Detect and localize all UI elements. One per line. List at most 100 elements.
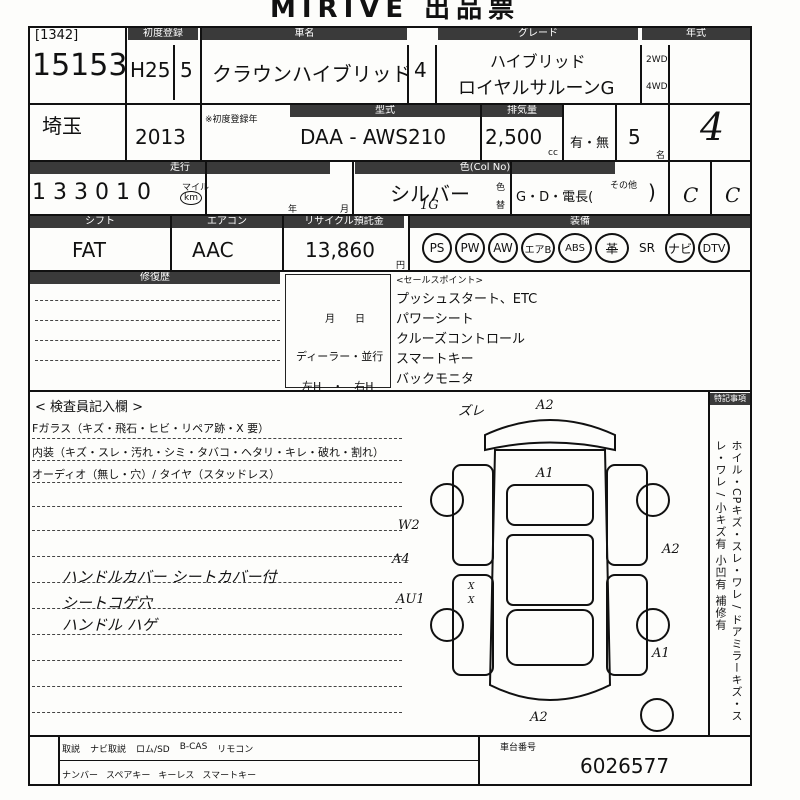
- damage-mark: A1: [536, 466, 554, 481]
- footer-item: スペアキー: [106, 771, 151, 781]
- mileage-digit: 1: [116, 180, 130, 205]
- equip-dtv: DTV: [698, 233, 730, 263]
- ruled-line: [32, 712, 402, 713]
- ruled-line: [32, 686, 402, 687]
- ruled-line: [32, 608, 402, 609]
- footer-items-row1: 取説 ナビ取説 ロム/SD B-CAS リモコン: [62, 742, 253, 755]
- mileage-unit-mile: マイル: [182, 183, 210, 193]
- equip-leather: 革: [595, 233, 629, 263]
- region: 埼玉: [42, 114, 82, 138]
- mileage-digit: 1: [32, 180, 46, 205]
- equip-label: DTV: [702, 241, 726, 255]
- grade-line1: ハイブリッド: [490, 52, 586, 71]
- recycle-fee: 13,860: [305, 238, 375, 262]
- row-divider: [58, 760, 478, 761]
- damage-mark: A4: [392, 552, 410, 567]
- footer-item: ナビ取説: [90, 745, 127, 755]
- col-divider: [408, 214, 410, 270]
- row-divider: [28, 214, 752, 216]
- header-displacement: 排気量: [482, 105, 562, 117]
- month-day: 月 日: [325, 314, 365, 325]
- header-first-reg: 初度登録: [128, 28, 198, 40]
- col-divider: [510, 160, 512, 214]
- row-divider: [28, 103, 752, 105]
- equip-pw: PW: [455, 233, 485, 263]
- header-color: 色(Col No): [355, 162, 615, 174]
- color-sub-label: 替: [496, 201, 506, 211]
- inspector-line-1: Fガラス（キズ・飛石・ヒビ・リペア跡・X 要）: [32, 422, 270, 435]
- col-divider: [282, 214, 284, 270]
- aircon: AAC: [192, 238, 234, 262]
- chassis-number: 6026577: [580, 754, 670, 778]
- header-equipment: 装備: [410, 216, 750, 228]
- col-divider: [480, 103, 482, 160]
- damage-mark: W2: [398, 518, 420, 533]
- inspector-title: < 検査員記入欄 >: [35, 400, 144, 415]
- chassis-no-label: 車台番号: [500, 743, 537, 753]
- cc-unit: cc: [548, 148, 558, 158]
- mileage-unit-km: km: [180, 191, 202, 205]
- dealer-box: [285, 274, 391, 388]
- mileage-digit: 3: [74, 180, 88, 205]
- handwritten-note-2: シートコゲ穴: [62, 594, 153, 612]
- equip-label: エアB: [524, 244, 552, 256]
- shift: FAT: [72, 238, 107, 262]
- header-model-code: 型式: [290, 105, 480, 117]
- equip-navi: ナビ: [665, 233, 695, 263]
- left-side-rear: [452, 464, 494, 566]
- first-reg-era: H25: [130, 58, 171, 82]
- footer-item: ナンバー: [62, 771, 99, 781]
- rear-bumper-outline: [484, 419, 616, 452]
- page-title: MIRIVE 出品票: [270, 0, 521, 24]
- ruled-line: [35, 360, 280, 361]
- ruled-line: [32, 460, 402, 461]
- drive-4wd: 4WD: [646, 82, 668, 92]
- ruled-line: [32, 482, 402, 483]
- header-model-name: 車名: [202, 28, 407, 40]
- sales-point: クルーズコントロール: [396, 332, 525, 347]
- seats-unit: 名: [656, 151, 666, 161]
- ruled-line: [35, 340, 280, 341]
- left-side-front: [452, 574, 494, 676]
- col-divider: [205, 160, 207, 214]
- color-name: シルバー: [390, 182, 470, 206]
- lot-code: [1342]: [35, 28, 79, 43]
- displacement: 2,500: [485, 125, 543, 149]
- model-code: DAA - AWS210: [300, 125, 447, 149]
- damage-mark: A2: [662, 542, 680, 557]
- sheet-frame: [28, 26, 752, 786]
- dealer-type: ディーラー・並行: [296, 350, 384, 363]
- first-reg-month: 5: [180, 58, 193, 82]
- row-divider: [28, 390, 752, 392]
- col-divider: [478, 735, 480, 786]
- roof-outline: [506, 534, 594, 606]
- row-divider: [28, 735, 752, 737]
- sales-points: プッシュスタート、ETC パワーシート クルーズコントロール スマートキー バッ…: [396, 290, 537, 390]
- color-code: 1G: [420, 198, 439, 213]
- wheel-rear-left: [430, 483, 464, 517]
- col-divider: [710, 160, 712, 214]
- equip-abs: ABS: [558, 233, 592, 263]
- equip-label: PS: [429, 241, 445, 255]
- sales-points-label: <セールスポイント>: [396, 276, 484, 286]
- hood-outline: [506, 609, 594, 666]
- year-unit: 年: [288, 205, 298, 215]
- inspector-line-2: 内装（キズ・スレ・汚れ・シミ・タバコ・ヘタリ・キレ・破れ・割れ）: [32, 446, 384, 459]
- yen-unit: 円: [396, 261, 406, 271]
- damage-mark: ズレ: [458, 404, 485, 419]
- col-divider: [200, 103, 202, 160]
- header-aircon: エアコン: [172, 216, 282, 228]
- footer-item: キーレス: [158, 771, 195, 781]
- interior-score: C: [683, 183, 699, 207]
- ruled-line: [32, 634, 402, 635]
- row-divider: [28, 160, 752, 162]
- header-year-col: 年式: [642, 28, 750, 40]
- handwritten-note-1: ハンドルカバー シートカバー付: [62, 568, 277, 586]
- wheel-front-right: [636, 608, 670, 642]
- roof-front-outline: [506, 484, 594, 526]
- right-side-rear: [606, 464, 648, 566]
- footer-item: B-CAS: [179, 742, 208, 752]
- col-divider: [640, 45, 642, 103]
- color-sub-label: 色: [496, 183, 506, 193]
- ruled-line: [35, 320, 280, 321]
